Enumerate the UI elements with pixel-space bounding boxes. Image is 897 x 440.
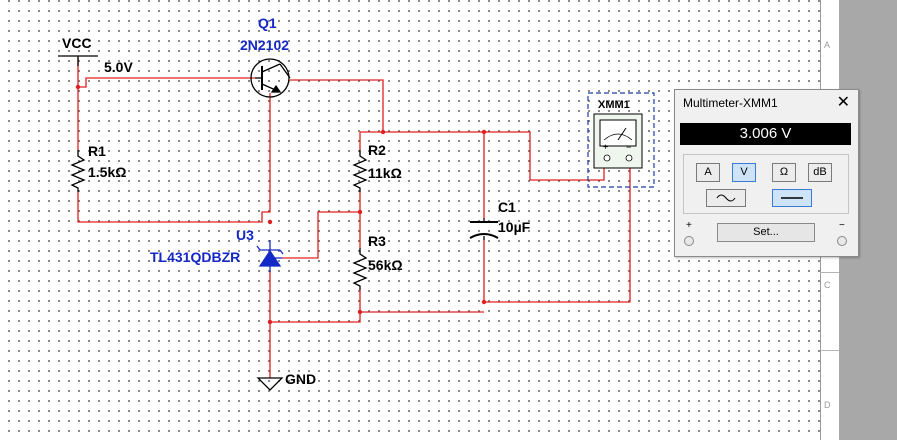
wire-meter-minus	[484, 166, 631, 303]
junctions	[75, 84, 487, 325]
sine-wave-icon	[716, 194, 736, 202]
junction-dot	[75, 84, 81, 90]
wires	[77, 58, 631, 378]
junction-dot	[380, 129, 386, 135]
q1-model-label: 2N2102	[240, 37, 289, 53]
r3-resistor-symbol	[352, 248, 368, 290]
junction-dot	[267, 219, 273, 225]
r1-ref-label: R1	[88, 143, 106, 159]
junction-dot	[481, 129, 487, 135]
r1-resistor-symbol	[70, 150, 86, 192]
wire-q1-emitter	[290, 79, 384, 132]
vcc-label: VCC	[62, 35, 92, 51]
border-zone-label: A	[824, 40, 831, 50]
xmm1-minus-label: −	[626, 142, 631, 152]
multimeter-title: Multimeter-XMM1	[683, 96, 778, 110]
multimeter-window[interactable]: Multimeter-XMM1 ✕ 3.006 V A V Ω dB + Set…	[674, 89, 859, 257]
plus-terminal-label: +	[686, 220, 692, 231]
r3-value-label: 56kΩ	[368, 257, 403, 273]
vcc-voltage-label: 5.0V	[104, 59, 133, 75]
wire-r1-u3	[77, 93, 271, 223]
r2-resistor-symbol	[352, 150, 368, 192]
xmm1-plus-label: +	[603, 142, 608, 152]
multimeter-reading: 3.006 V	[680, 123, 851, 145]
gnd-symbol	[256, 377, 284, 391]
dc-line-icon	[781, 197, 803, 199]
vcc-symbol	[58, 55, 98, 66]
r1-value-label: 1.5kΩ	[88, 164, 126, 180]
mode-ohm-button[interactable]: Ω	[772, 163, 796, 182]
wire-r2-top	[360, 131, 605, 181]
wire-ref	[282, 211, 360, 259]
u3-model-label: TL431QDBZR	[150, 249, 240, 265]
c1-value-label: 10µF	[498, 219, 531, 235]
xmm1-label: XMM1	[598, 99, 630, 111]
junction-dot	[357, 209, 363, 215]
c1-capacitor-symbol	[469, 218, 499, 240]
dc-wave-button[interactable]	[772, 189, 812, 207]
minus-terminal[interactable]	[837, 236, 847, 246]
ac-wave-button[interactable]	[706, 189, 746, 207]
junction-dot	[267, 319, 273, 325]
mode-volt-button[interactable]: V	[732, 163, 756, 182]
q1-ref-label: Q1	[258, 15, 277, 31]
border-zone-label: D	[824, 400, 831, 410]
minus-terminal-label: −	[839, 220, 845, 231]
border-zone-label: C	[824, 280, 831, 290]
r2-ref-label: R2	[368, 142, 386, 158]
junction-dot	[481, 299, 487, 305]
junction-dot	[357, 309, 363, 315]
u3-regulator-symbol	[256, 240, 284, 272]
close-icon[interactable]: ✕	[836, 94, 850, 111]
mode-ampere-button[interactable]: A	[696, 163, 720, 182]
r2-value-label: 11kΩ	[368, 165, 402, 181]
wire-r3-gnd	[270, 290, 361, 323]
multimeter-mode-panel: A V Ω dB	[683, 154, 849, 214]
c1-ref-label: C1	[498, 199, 516, 215]
u3-ref-label: U3	[236, 227, 254, 243]
zone-divider	[820, 272, 839, 273]
gnd-label: GND	[285, 371, 316, 387]
set-button[interactable]: Set...	[717, 223, 815, 242]
wire-vcc-q1	[78, 77, 255, 88]
plus-terminal[interactable]	[684, 236, 694, 246]
r3-ref-label: R3	[368, 233, 386, 249]
zone-divider	[820, 350, 839, 351]
xmm1-instrument-icon	[587, 92, 655, 188]
mode-db-button[interactable]: dB	[808, 163, 832, 182]
q1-transistor-symbol	[250, 58, 291, 98]
